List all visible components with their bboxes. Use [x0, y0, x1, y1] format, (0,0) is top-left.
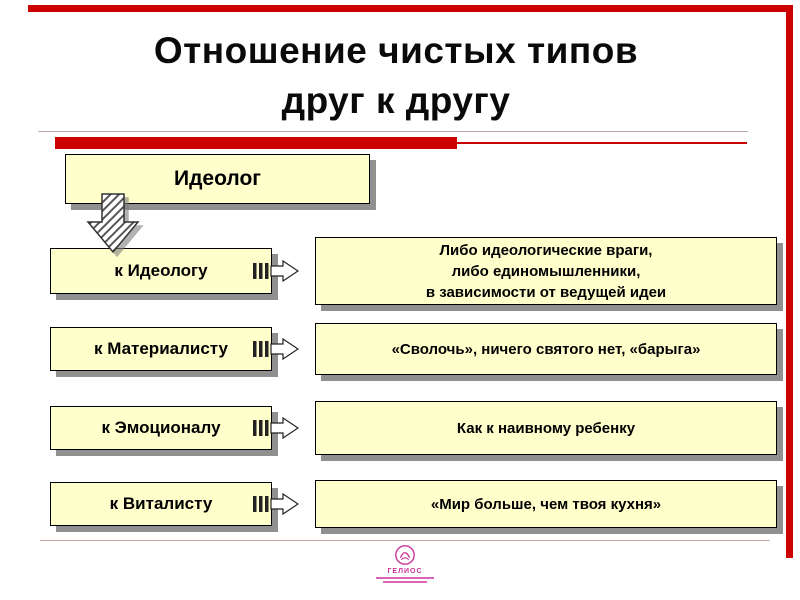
relation-box-vitalist: «Мир больше, чем твоя кухня»	[315, 480, 777, 528]
title-underline	[38, 131, 748, 132]
page-title-line2: друг к другу	[281, 79, 511, 121]
page-title: Отношение чистых типов друг к другу	[0, 26, 792, 126]
logo-tagline-bar	[376, 577, 434, 579]
header-box-label: Идеолог	[173, 167, 262, 190]
type-box-ideolog: к Идеологу	[50, 248, 272, 294]
relation-text: «Мир больше, чем твоя кухня»	[430, 495, 662, 513]
connector-arrow-icon	[253, 417, 299, 439]
connector-arrow-icon	[253, 338, 299, 360]
relation-box-emotional: Как к наивному ребенку	[315, 401, 777, 455]
connector-arrow-icon	[253, 493, 299, 515]
relation-box-ideolog: Либо идеологические враги, либо единомыш…	[315, 237, 777, 305]
type-box-label: к Эмоционалу	[101, 418, 221, 437]
relation-text: «Сволочь», ничего святого нет, «барыга»	[391, 340, 701, 358]
down-arrow-icon	[86, 193, 140, 254]
right-accent-bar	[786, 5, 793, 558]
type-box-emotional: к Эмоционалу	[50, 406, 272, 450]
type-box-label: к Виталисту	[109, 494, 213, 513]
connector-arrow-icon	[253, 260, 299, 282]
logo-tagline-bar	[383, 581, 427, 583]
title-red-line	[457, 142, 747, 144]
page-title-line1: Отношение чистых типов	[153, 30, 639, 71]
type-box-label: к Материалисту	[93, 339, 229, 358]
relation-text: Либо идеологические враги, либо единомыш…	[425, 241, 667, 301]
type-box-vitalist: к Виталисту	[50, 482, 272, 526]
type-box-label: к Идеологу	[114, 261, 208, 280]
logo-text: ГЕЛИОС	[387, 568, 423, 575]
relation-text: Как к наивному ребенку	[456, 419, 636, 437]
helios-logo: ГЕЛИОС	[362, 544, 448, 583]
top-accent-bar	[28, 5, 790, 12]
footer-divider	[40, 540, 770, 541]
helios-logo-icon	[395, 545, 415, 565]
title-red-bar	[55, 137, 457, 149]
relation-box-materialist: «Сволочь», ничего святого нет, «барыга»	[315, 323, 777, 375]
type-box-materialist: к Материалисту	[50, 327, 272, 371]
